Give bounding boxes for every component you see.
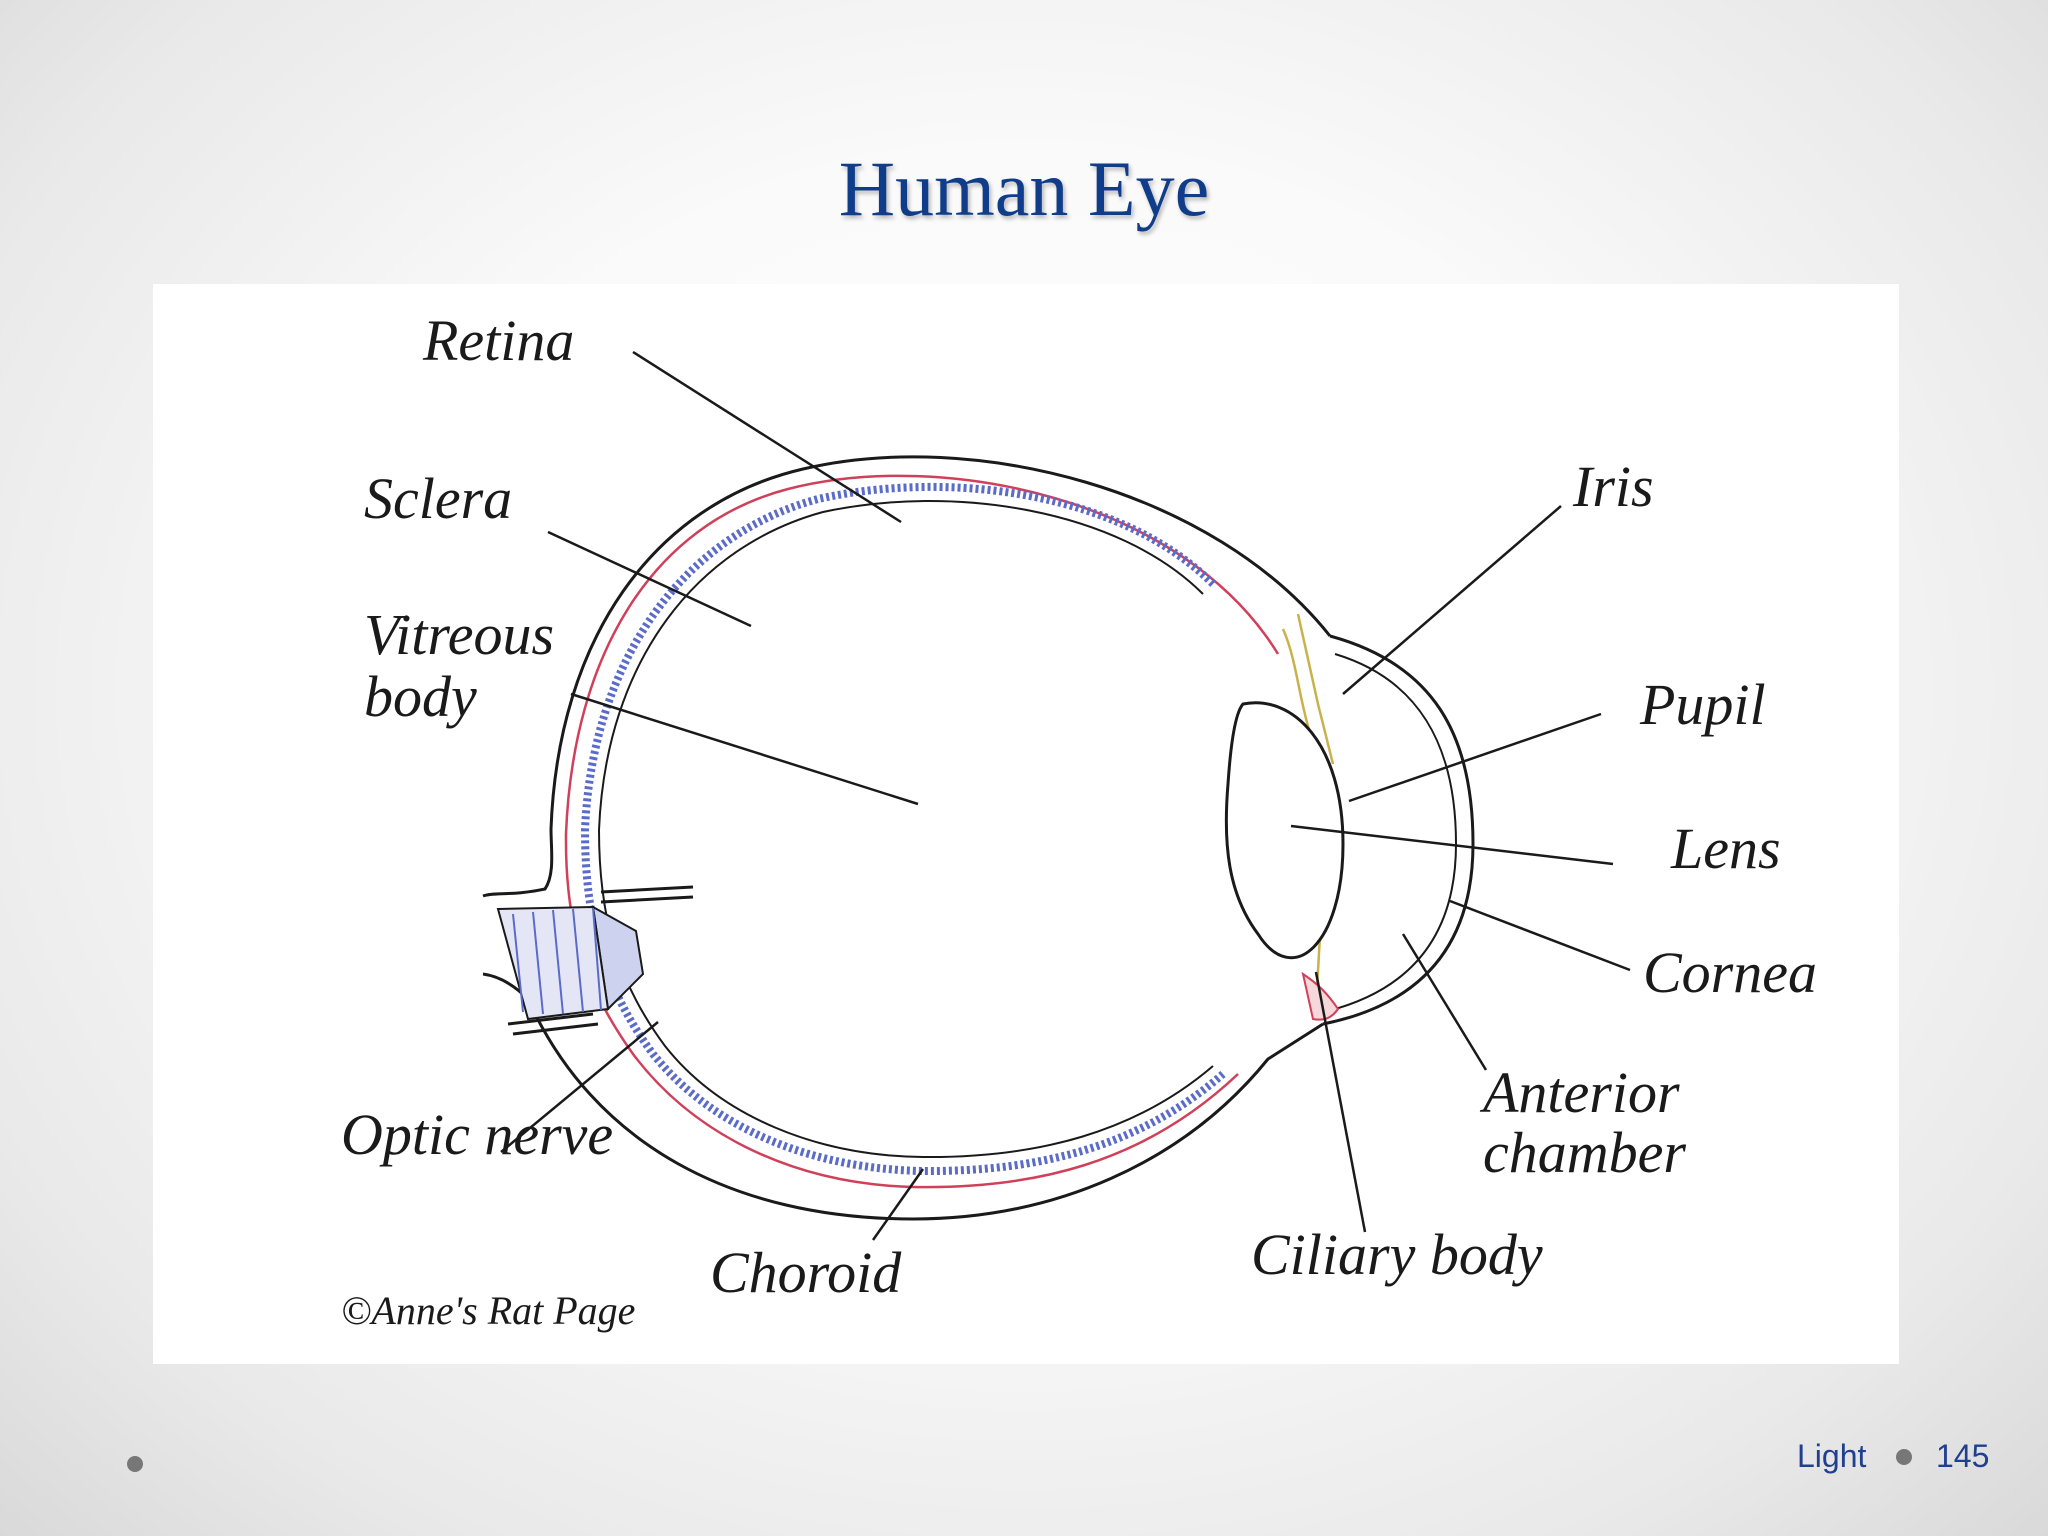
- footer-page-number: 145: [1936, 1438, 1990, 1474]
- footer-separator-dot: [1896, 1449, 1912, 1465]
- label-cornea: Cornea: [1643, 940, 1817, 1005]
- label-lens: Lens: [1670, 816, 1781, 881]
- cornea-drawing: [1322, 634, 1475, 1026]
- footer-left-dot: [127, 1456, 143, 1472]
- label-vitreous-line1: Vitreous: [364, 602, 554, 667]
- copyright-text: ©Anne's Rat Page: [341, 1288, 635, 1333]
- eye-diagram: Retina Sclera Vitreous body Optic nerve …: [153, 284, 1899, 1364]
- label-anterior-line2: chamber: [1483, 1120, 1686, 1185]
- cornea-inner: [1327, 653, 1458, 1012]
- label-choroid: Choroid: [710, 1240, 902, 1305]
- choroid-line: [564, 474, 1280, 1189]
- label-iris: Iris: [1572, 454, 1654, 519]
- label-pupil: Pupil: [1639, 672, 1766, 737]
- leader-lines: [500, 350, 1631, 1241]
- footer-section-label: Light: [1797, 1438, 1867, 1474]
- retina-band-outer: [580, 482, 1226, 1176]
- label-optic-nerve: Optic nerve: [341, 1102, 613, 1167]
- label-ciliary-body: Ciliary body: [1251, 1222, 1543, 1287]
- label-vitreous-line2: body: [364, 664, 477, 729]
- label-sclera: Sclera: [364, 466, 512, 531]
- label-anterior-line1: Anterior: [1479, 1060, 1680, 1125]
- optic-nerve-drawing: [496, 885, 694, 1036]
- eye-diagram-svg: Retina Sclera Vitreous body Optic nerve …: [341, 308, 1817, 1333]
- slide-title: Human Eye: [838, 145, 1210, 232]
- lens-drawing: [1224, 701, 1345, 960]
- label-retina: Retina: [422, 308, 574, 373]
